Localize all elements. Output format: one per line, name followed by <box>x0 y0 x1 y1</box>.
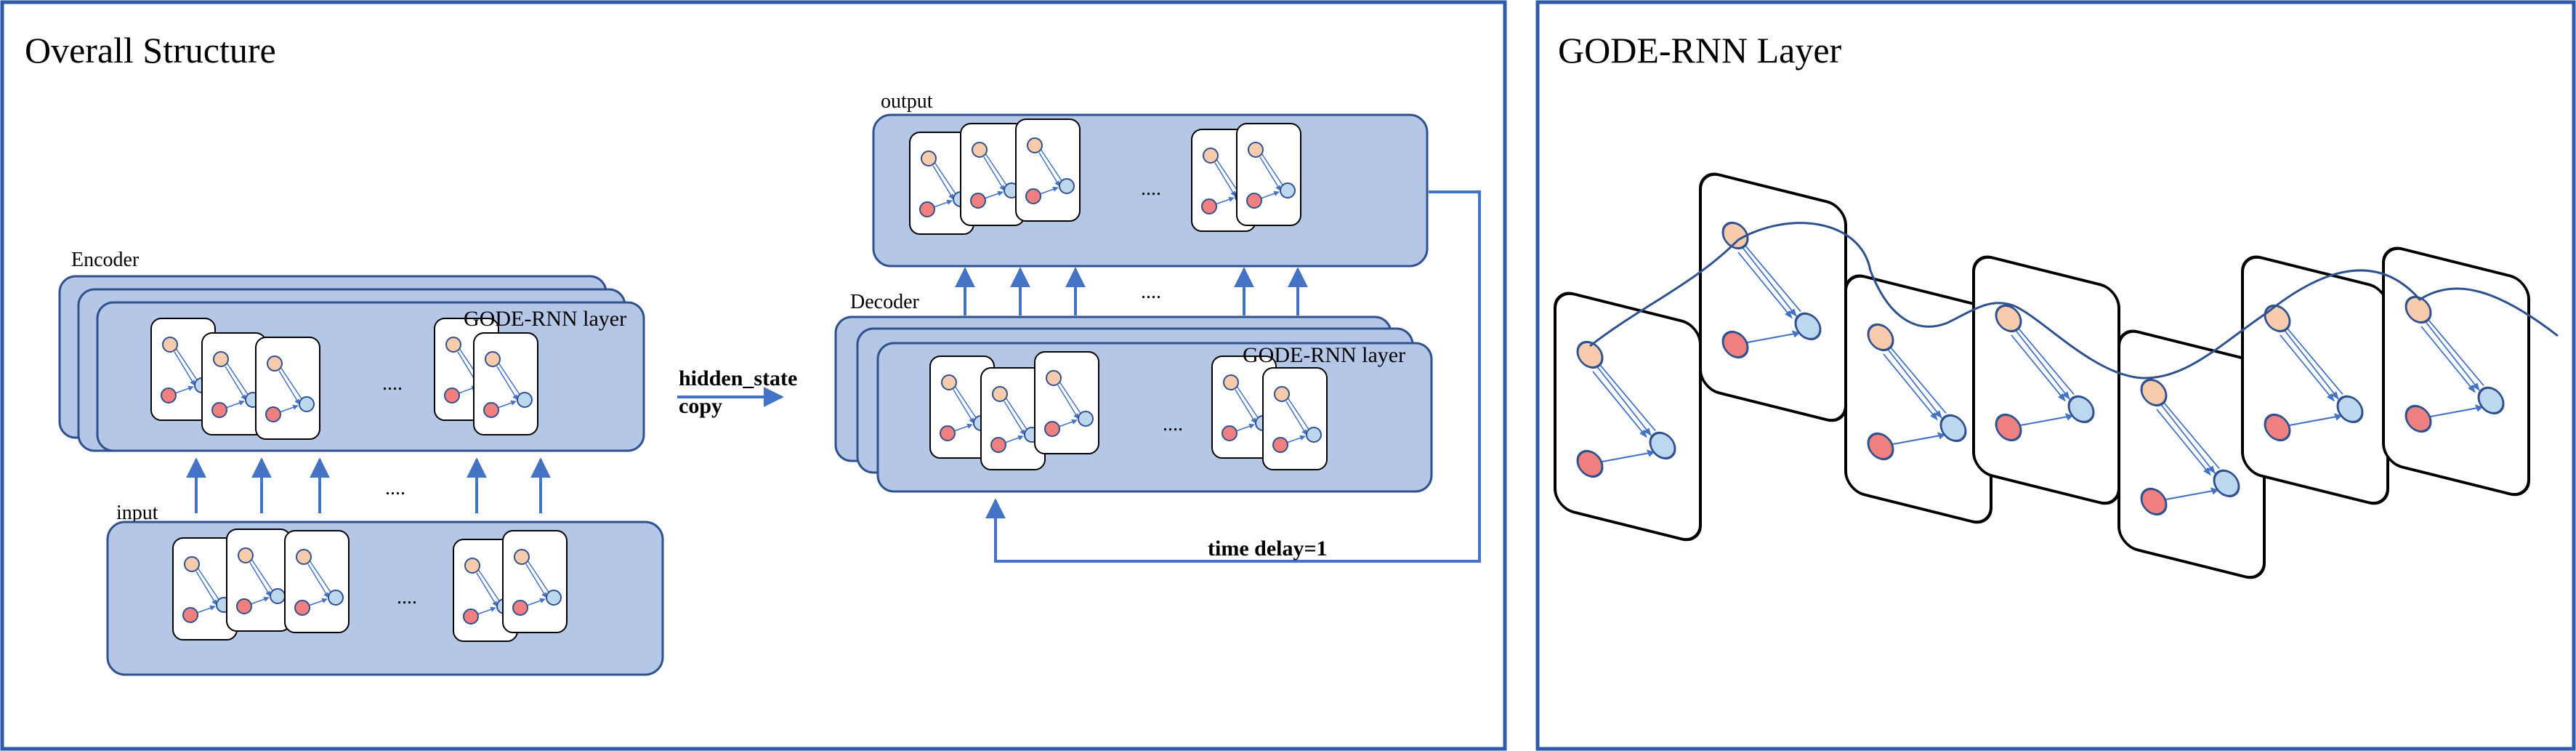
input-ellipsis: .... <box>397 586 417 609</box>
graph-frame-6 <box>2242 253 2388 507</box>
overall-structure-title: Overall Structure <box>25 30 276 71</box>
input-arrows-ellipsis: .... <box>385 477 405 499</box>
graph-frame-2 <box>1700 170 1846 425</box>
decoder-stack <box>834 316 1433 493</box>
encoder-stack <box>58 275 645 452</box>
encoder-label: Encoder <box>71 249 140 271</box>
output-ellipsis: .... <box>1141 177 1161 200</box>
input-arrows <box>186 457 551 513</box>
graph-frame-4 <box>1974 253 2119 507</box>
gode-rnn-layer-title: GODE-RNN Layer <box>1558 30 1842 71</box>
decoder-arrows-ellipsis: .... <box>1141 281 1161 303</box>
input-label: input <box>116 502 158 524</box>
decoder-ellipsis: .... <box>1163 413 1183 435</box>
hidden-state-label: hidden_state <box>679 366 797 390</box>
decoder-layer-label: GODE-RNN layer <box>1243 343 1405 367</box>
time-delay-label: time delay=1 <box>1208 537 1328 561</box>
output-label: output <box>881 90 933 113</box>
graph-frame-3 <box>1846 272 1991 526</box>
hidden-trajectory-curve <box>1589 222 2559 379</box>
graph-frame-7 <box>2383 244 2529 499</box>
graph-frame-1 <box>1555 289 1700 544</box>
decoder-output-arrows <box>955 267 1308 316</box>
decoder-label: Decoder <box>850 291 920 313</box>
time-delay-feedback-path <box>985 190 1481 563</box>
encoder-ellipsis: .... <box>382 372 403 395</box>
encoder-layer-label: GODE-RNN layer <box>464 307 626 331</box>
